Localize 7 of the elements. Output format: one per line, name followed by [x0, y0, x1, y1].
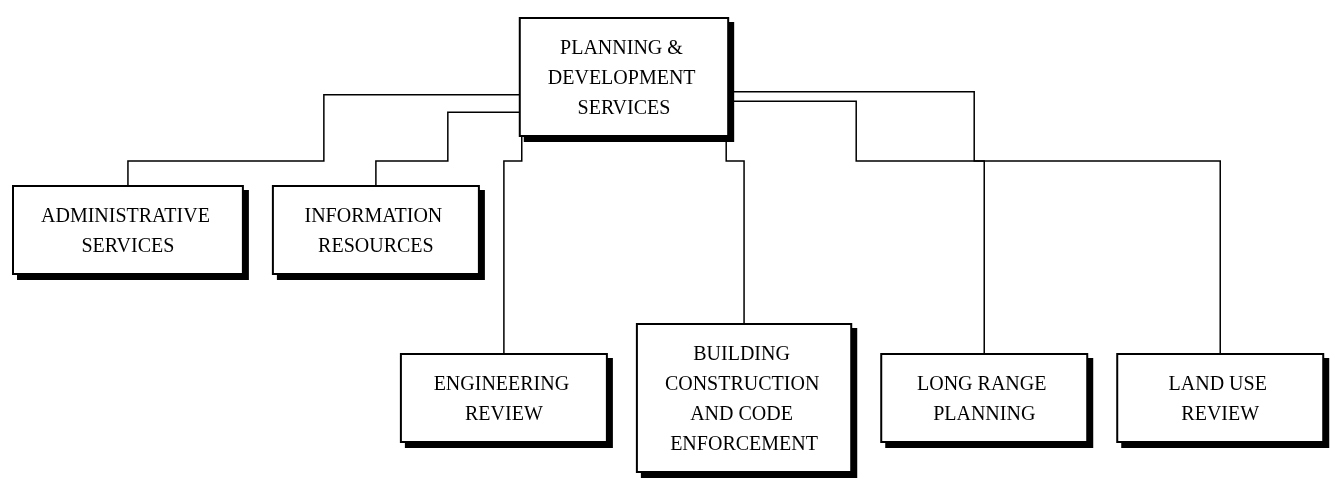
node-box: ENGINEERING REVIEW	[399, 352, 608, 443]
node-box: LONG RANGE PLANNING	[880, 352, 1089, 443]
node-box: ADMINISTRATIVE SERVICES	[11, 184, 244, 275]
node-box: INFORMATION RESOURCES	[271, 184, 480, 275]
node-box: LAND USE REVIEW	[1116, 352, 1325, 443]
node-box: PLANNING & DEVELOPMENT SERVICES	[518, 16, 730, 137]
node-box: BUILDING CONSTRUCTION AND CODE ENFORCEMENT	[635, 322, 853, 473]
